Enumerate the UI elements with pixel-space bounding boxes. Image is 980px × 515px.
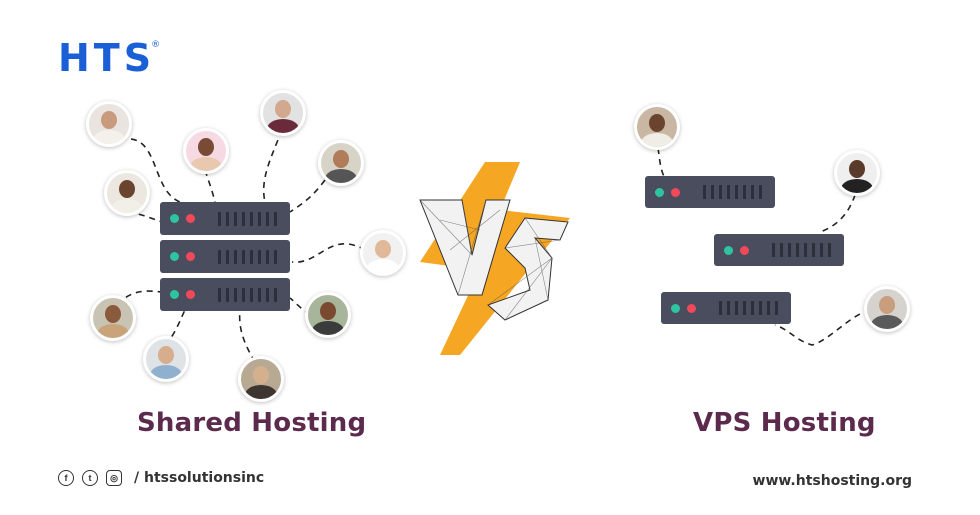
vps-server-3 (661, 292, 791, 324)
social-handle[interactable]: / htssolutionsinc (134, 470, 265, 486)
status-led-green (655, 187, 664, 197)
status-led-red (186, 290, 195, 299)
instagram-icon[interactable]: ◎ (106, 470, 122, 486)
user-avatar (305, 292, 351, 338)
status-led-green (724, 245, 733, 255)
user-avatar (86, 101, 132, 147)
facebook-icon[interactable]: f (58, 470, 74, 486)
shared-server-3 (160, 278, 290, 311)
website-link[interactable]: www.htshosting.org (752, 473, 912, 489)
vps-server-1 (645, 176, 775, 208)
shared-server-2 (160, 240, 290, 273)
user-avatar (143, 336, 189, 382)
status-led-green (170, 252, 179, 261)
status-led-red (740, 245, 749, 255)
user-avatar (260, 90, 306, 136)
user-avatar (360, 230, 406, 276)
social-links: f t ◎ / htssolutionsinc (58, 470, 264, 486)
status-led-green (170, 290, 179, 299)
status-led-red (186, 252, 195, 261)
hts-logo: HTS® (58, 36, 161, 80)
vps-server-2 (714, 234, 844, 266)
user-avatar (318, 140, 364, 186)
status-led-green (170, 214, 179, 223)
status-led-red (671, 187, 680, 197)
status-led-green (671, 303, 680, 313)
status-led-red (687, 303, 696, 313)
user-avatar (238, 356, 284, 402)
user-avatar (864, 286, 910, 332)
twitter-icon[interactable]: t (82, 470, 98, 486)
user-avatar (634, 104, 680, 150)
status-led-red (186, 214, 195, 223)
user-avatar (183, 128, 229, 174)
shared-hosting-caption: Shared Hosting (137, 408, 367, 438)
user-avatar (834, 150, 880, 196)
shared-server-1 (160, 202, 290, 235)
user-avatar (90, 295, 136, 341)
user-avatar (104, 170, 150, 216)
vps-hosting-caption: VPS Hosting (693, 408, 876, 438)
